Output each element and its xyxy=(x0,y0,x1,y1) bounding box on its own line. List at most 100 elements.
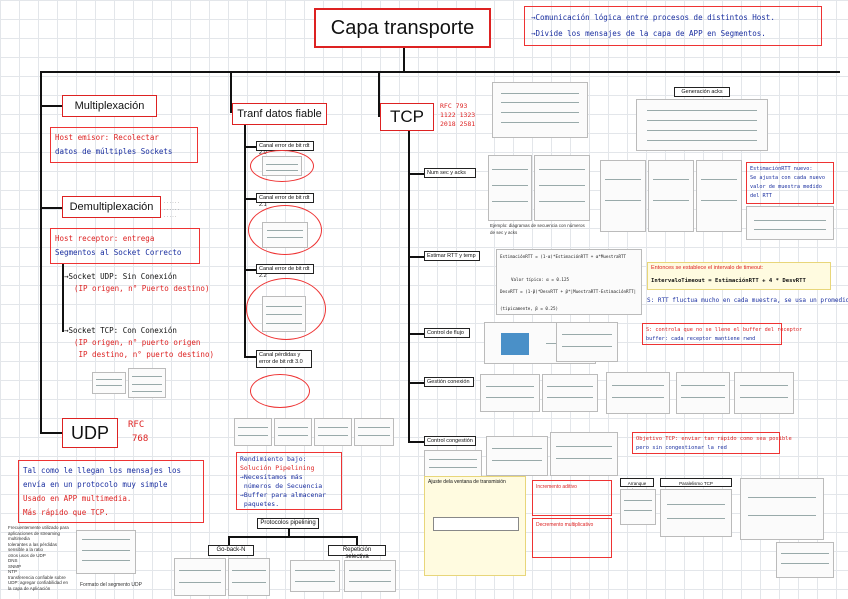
connection-diagram xyxy=(676,372,730,414)
top-note-line: →Divide los mensajes de la capa de APP e… xyxy=(531,29,766,38)
rdt-ellipse xyxy=(246,278,326,340)
repeticion-selectiva-node: Repetición selectiva xyxy=(328,545,386,560)
rtt-formula: EstimaciónRTT = (1-α)*EstimaciónRTT + α*… xyxy=(500,254,627,259)
connection-diagram xyxy=(480,374,540,412)
socket-diagram-thumbnail xyxy=(92,372,126,394)
note-line: buffer: cada receptor mantiene rwnd xyxy=(646,336,756,342)
connector xyxy=(244,198,256,200)
rdt30-scenario xyxy=(354,418,394,446)
seq-example xyxy=(488,155,532,221)
rdt-diagram xyxy=(262,296,306,332)
demultiplexacion-node: Demultiplexación xyxy=(62,196,161,218)
connector xyxy=(408,333,424,335)
tcp-rfc: 2018 2581 xyxy=(440,120,476,128)
connection-diagram xyxy=(606,372,670,414)
ack-scenario xyxy=(648,160,694,232)
fairness-panel xyxy=(660,489,732,537)
tcp-socket-detail: IP destino, n° puerto destino) xyxy=(74,350,214,359)
tcp-rfc: RFC 793 xyxy=(440,102,468,110)
gbn-diagram xyxy=(228,558,270,596)
tcp-item: Gestión conexión xyxy=(424,377,474,387)
congestion-diagram xyxy=(486,436,548,476)
sr-diagram xyxy=(290,560,340,592)
connection-diagram xyxy=(542,374,598,412)
udp-node: UDP xyxy=(62,418,118,448)
timeout-formula: IntervaloTimeout = EstimaciónRTT + 4 * D… xyxy=(651,278,806,284)
top-note-line: →Comunicación lógica entre procesos de d… xyxy=(531,13,775,22)
tcp-node: TCP xyxy=(380,103,434,131)
rtt-formula: DesvRTT = (1-β)*DesvRTT + β*|MuestraRTT-… xyxy=(500,289,637,294)
udp-note: Tal como le llegan los mensajes los enví… xyxy=(18,460,204,523)
udp-bullet: Frecuentemente utilizado para aplicacion… xyxy=(8,525,69,541)
rdt-ellipse xyxy=(248,205,322,255)
connector xyxy=(408,173,424,175)
congestion-diagram xyxy=(550,432,618,476)
udp-bullet: SNMP xyxy=(8,563,22,569)
fairness-diagram xyxy=(776,542,834,578)
rendimiento-note: Rendimiento bajo: Solución Pipelining →N… xyxy=(236,452,342,510)
connector xyxy=(408,256,424,258)
rtt-beta: (típicamente, β = 0.25) xyxy=(500,306,558,311)
note-line: Se ajusta con cada nuevo xyxy=(750,175,825,181)
note-line: datos de múltiples Sockets xyxy=(55,147,173,156)
udp-socket-detail: (IP origen, n° Puerto destino) xyxy=(74,284,210,293)
rdt-diagram xyxy=(262,222,308,248)
connector xyxy=(244,269,256,271)
tcp-segment-diagram xyxy=(492,82,588,138)
note-line: envía en un protocolo muy simple xyxy=(23,480,168,489)
multiplexacion-note: Host emisor: Recolectar datos de múltipl… xyxy=(50,127,198,163)
fairness-diagram xyxy=(740,478,824,540)
rdt-item: Canal pérdidas y error de bit rdt 3.0 xyxy=(256,350,312,368)
connector xyxy=(62,264,64,332)
flow-control-diagram xyxy=(556,322,618,362)
connection-diagram xyxy=(734,372,794,414)
connector xyxy=(40,432,62,434)
udp-segment-diagram xyxy=(76,530,136,574)
connector xyxy=(356,536,358,546)
timeout-box: Entonces se establece el intervalo de ti… xyxy=(647,262,831,290)
ack-scenario xyxy=(696,160,742,232)
rdt-ellipse xyxy=(250,374,310,408)
note-line: Segmentos al Socket Correcto xyxy=(55,248,182,257)
rdt30-scenario xyxy=(274,418,312,446)
note-line: Tal como le llegan los mensajes los xyxy=(23,466,182,475)
connector xyxy=(408,441,424,443)
demultiplexacion-note: Host receptor: entrega Segmentos al Sock… xyxy=(50,228,200,264)
ack-scenario xyxy=(600,160,646,232)
aimd-panel: Decremento multiplicativo xyxy=(532,518,612,558)
connector xyxy=(244,125,246,357)
congestion-diagram xyxy=(424,450,482,478)
tcp-item: Num sec y acks xyxy=(424,168,476,178)
generacion-acks-table xyxy=(636,99,768,151)
note-line: EstimaciónRTT nuevo: xyxy=(750,166,813,172)
ajuste-ventana-panel: Ajuste dela ventana de transmisión xyxy=(424,476,526,576)
decremento-label: Decremento multiplicativo xyxy=(536,522,594,528)
connector xyxy=(40,207,62,209)
multiplexacion-node: Multiplexación xyxy=(62,95,157,117)
connector xyxy=(230,71,232,113)
tcp-socket-detail: (IP origen, n° puerto origen xyxy=(74,338,201,347)
connector xyxy=(40,71,42,433)
rtt-sample-note: S: RTT fluctua mucho en cada muestra, se… xyxy=(647,297,848,304)
transf-node: Tranf datos fiable xyxy=(232,103,327,125)
paralelismo-node: Paralelismo TCP xyxy=(660,478,732,487)
arranque-lento-diagram xyxy=(620,489,656,525)
note-line: Usado en APP multimedia. xyxy=(23,494,132,503)
incremento-label: Incremento aditivo xyxy=(536,484,577,490)
seq-example-caption: Ejemplo: diagramas de secuencia con núme… xyxy=(490,223,585,235)
note-line: Rendimiento bajo: xyxy=(240,455,307,463)
go-back-n-node: Go-back-N xyxy=(208,545,254,556)
udp-bullet: otros usos de UDP xyxy=(8,552,46,558)
rdt30-scenario xyxy=(234,418,272,446)
rdt-item: Canal error de bit rdt 2.1 xyxy=(256,193,314,208)
rdt-item: Canal error de bit rdt 2.2 xyxy=(256,264,314,279)
connector xyxy=(288,529,290,537)
rdt30-scenario xyxy=(314,418,352,446)
udp-bullet: NTP xyxy=(8,569,17,574)
note-line: →Buffer para almacenar xyxy=(240,491,327,499)
udp-bullet: sensible a la ratio xyxy=(8,547,44,552)
note-line: paquetes. xyxy=(240,500,280,508)
connector xyxy=(408,382,424,384)
rtt-formula-panel: EstimaciónRTT = (1-α)*EstimaciónRTT + α*… xyxy=(496,249,642,315)
tcp-item: Control de flujo xyxy=(424,328,470,338)
